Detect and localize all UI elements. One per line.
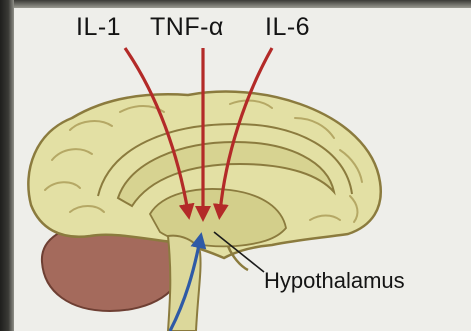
label-tnf-alpha: TNF-α [150, 13, 224, 42]
label-hypothalamus: Hypothalamus [264, 268, 405, 294]
label-il6: IL-6 [265, 13, 310, 42]
label-il1: IL-1 [76, 13, 121, 42]
brainstem [168, 236, 201, 331]
